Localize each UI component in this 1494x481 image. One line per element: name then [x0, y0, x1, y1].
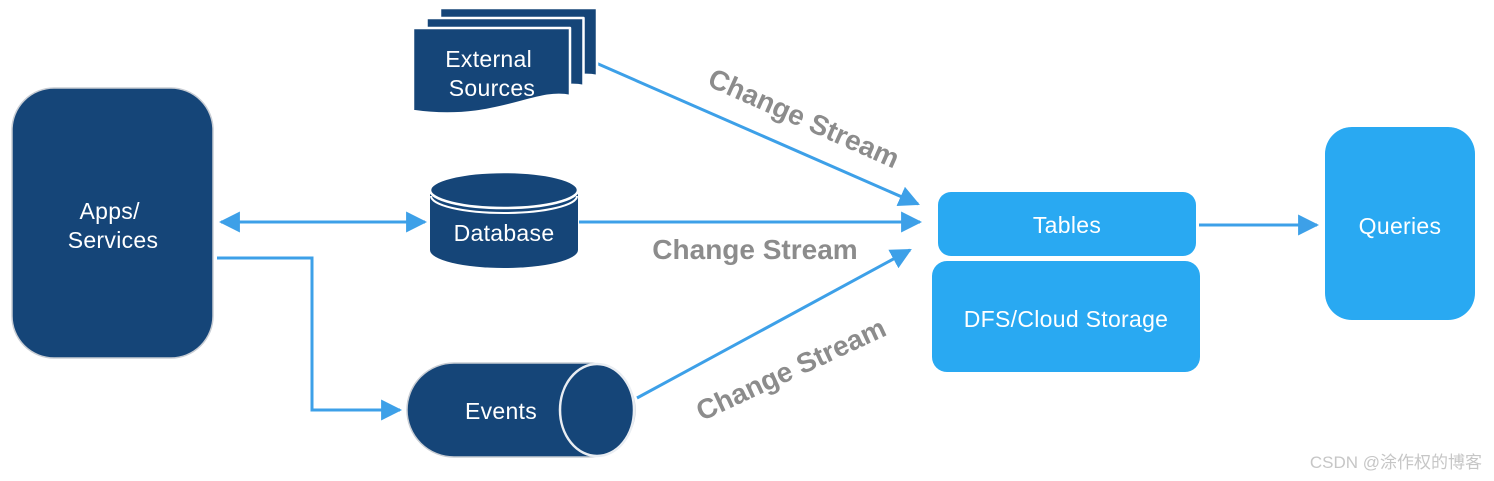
apps-services-label-line2: Services [68, 227, 159, 253]
dfs-cloud-storage-label: DFS/Cloud Storage [964, 306, 1169, 332]
dfs-cloud-storage-shape [932, 261, 1200, 372]
edge-label-external-to-tables: Change Stream [704, 62, 904, 174]
edge-apps-events [217, 256, 403, 421]
edge-label-database-to-tables: Change Stream [652, 234, 857, 265]
node-database: Database [428, 170, 580, 268]
database-cylinder-rim [430, 195, 578, 214]
apps-services-label-line1: Apps/ [79, 198, 140, 224]
database-cylinder-body [430, 190, 578, 268]
edge-labels: Change Stream Change Stream Change Strea… [652, 62, 904, 426]
queries-label: Queries [1359, 213, 1442, 239]
database-label: Database [454, 220, 555, 246]
edge-label-events-to-tables: Change Stream [691, 312, 890, 427]
queries-shape [1325, 127, 1475, 320]
node-queries: Queries [1325, 127, 1475, 320]
edges [217, 61, 1320, 421]
watermark: CSDN @涂作权的博客 [1309, 453, 1482, 472]
node-tables: Tables [938, 192, 1196, 256]
node-external-sources: External Sources [411, 6, 599, 115]
edge-external-tables [595, 61, 920, 207]
external-sources-label-line2: Sources [449, 75, 535, 101]
apps-services-label: Apps/ Services [68, 198, 159, 253]
events-label: Events [465, 398, 537, 424]
node-apps-services: Apps/ Services [11, 87, 214, 359]
events-pill-cap [558, 362, 636, 458]
tables-label: Tables [1033, 212, 1101, 238]
node-dfs-cloud-storage: DFS/Cloud Storage [932, 261, 1200, 372]
tables-shape [938, 192, 1196, 256]
external-sources-label-line1: External [445, 46, 532, 72]
edge-events-tables [636, 248, 912, 400]
node-events: Events [406, 362, 636, 458]
external-sources-doc-front [411, 26, 572, 115]
external-sources-label: External Sources [445, 46, 538, 101]
apps-services-shape [11, 87, 214, 359]
database-cylinder-lid [428, 170, 580, 210]
